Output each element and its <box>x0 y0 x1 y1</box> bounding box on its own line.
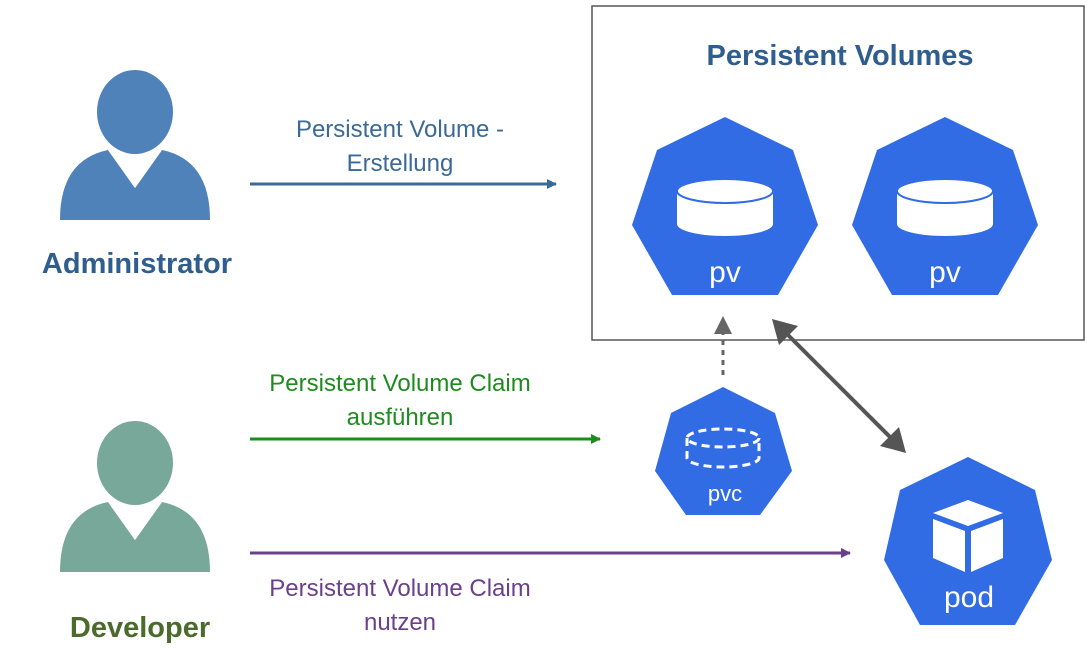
pv-creation-line1: Persistent Volume - <box>295 116 505 143</box>
pv-icon-2 <box>852 117 1038 295</box>
pod-icon <box>884 457 1052 625</box>
persistent-volumes-title: Persistent Volumes <box>706 40 974 72</box>
administrator-person-icon <box>60 70 210 220</box>
pvc-icon <box>655 387 792 515</box>
pvc-execute-label: Persistent Volume Claim ausführen <box>220 367 580 435</box>
pvc-use-line2: nutzen <box>363 609 437 636</box>
pvc-label: pvc <box>707 481 743 506</box>
pv-icon-1 <box>632 117 818 295</box>
developer-label: Developer <box>69 612 211 644</box>
administrator-label: Administrator <box>41 248 233 280</box>
pv-label-1: pv <box>709 256 741 289</box>
pv-label-2: pv <box>929 256 961 289</box>
pv-creation-label: Persistent Volume - Erstellung <box>240 113 560 181</box>
arrow-pv-pod <box>772 319 906 453</box>
pv-creation-line2: Erstellung <box>346 150 454 177</box>
pvc-use-label: Persistent Volume Claim nutzen <box>220 572 580 640</box>
pvc-execute-line1: Persistent Volume Claim <box>269 370 531 397</box>
arrow-pvc-to-pv <box>714 316 732 375</box>
developer-person-icon <box>60 421 210 572</box>
pvc-execute-line2: ausführen <box>346 404 454 431</box>
pod-label: pod <box>943 581 995 614</box>
pvc-use-line1: Persistent Volume Claim <box>269 575 531 602</box>
